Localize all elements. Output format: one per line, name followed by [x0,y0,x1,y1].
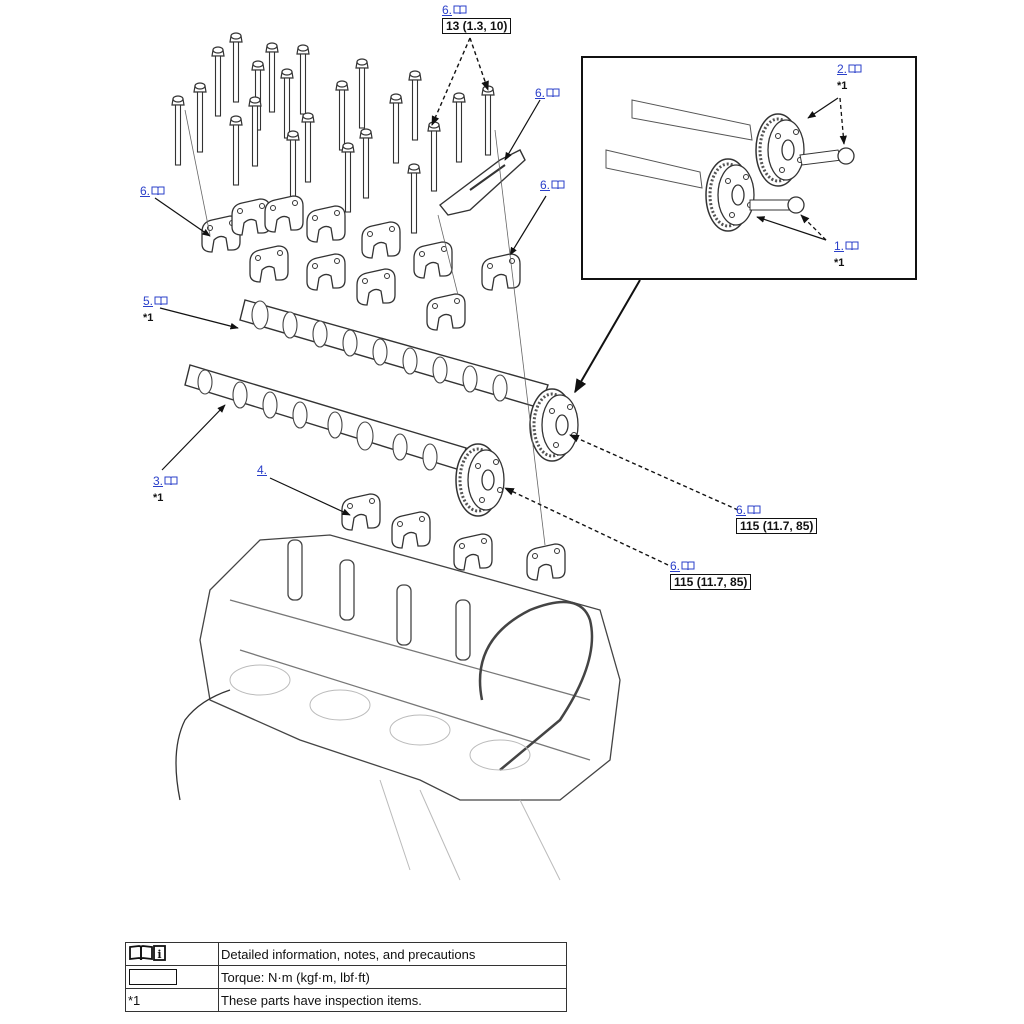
reference-link[interactable]: 6. [442,3,467,17]
legend-key: *1 [125,988,219,1012]
book-info-icon [845,241,859,251]
reference-number: 6. [540,178,551,192]
book-info-icon [681,561,695,571]
reference-link[interactable]: 1. [834,239,859,253]
callout-caps-lower: 4. [257,463,267,477]
svg-text:i: i [157,948,161,961]
legend-description: Detailed information, notes, and precaut… [218,942,567,966]
callout-gear-upper: 6. 115 (11.7, 85) [736,503,818,534]
reference-number: 6. [535,86,546,100]
reference-link[interactable]: 3. [153,474,178,488]
reference-number: 2. [837,62,848,76]
book-info-icon [848,64,862,74]
book-info-icon [151,186,165,196]
reference-link[interactable]: 2. [837,62,862,76]
callout-gear-lower: 6. 115 (11.7, 85) [670,559,752,590]
book-info-icon [551,180,565,190]
legend-description: These parts have inspection items. [218,988,567,1012]
book-info-icon [154,296,168,306]
book-info-icon [546,88,560,98]
legend-key: i [125,942,219,966]
inspection-note: *1 [143,312,154,324]
camshaft-bracket [439,149,526,216]
legend-row: i Detailed information, notes, and preca… [125,942,567,966]
reference-link[interactable]: 5. [143,294,168,308]
reference-number: 3. [153,474,164,488]
reference-number: 6. [140,184,151,198]
reference-number: 6. [736,503,747,517]
inset-detail [581,56,917,280]
callout-top-bolts: 6. 13 (1.3, 10) [442,3,512,34]
callout-bracket: 6. [535,86,560,100]
book-info-icon [453,5,467,15]
exploded-view-diagram [154,32,917,881]
callout-cap-right: 6. [540,178,565,192]
cylinder-head [175,534,621,881]
book-info-icon [747,505,761,515]
book-info-icon [164,476,178,486]
callout-camshaft-upper: 5. *1 [143,294,168,325]
legend-key [125,965,219,989]
reference-link[interactable]: 6. [736,503,761,517]
legend-row: *1 These parts have inspection items. [125,988,567,1012]
reference-link[interactable]: 4. [257,463,267,477]
reference-number: 6. [670,559,681,573]
inspection-note: *1 [834,257,845,269]
reference-link[interactable]: 6. [670,559,695,573]
torque-value: 13 (1.3, 10) [442,18,512,34]
callout-cap-left: 6. [140,184,165,198]
camshaft-upper [239,299,580,463]
legend-description: Torque: N·m (kgf·m, lbf·ft) [218,965,567,989]
reference-link[interactable]: 6. [535,86,560,100]
callout-inset-1: 1. *1 [834,239,859,270]
reference-number: 1. [834,239,845,253]
reference-number: 6. [442,3,453,17]
legend-row: Torque: N·m (kgf·m, lbf·ft) [125,965,567,989]
torque-value: 115 (11.7, 85) [736,518,818,534]
inspection-note: *1 [153,492,164,504]
callout-camshaft-lower: 3. *1 [153,474,178,505]
reference-number: 5. [143,294,154,308]
reference-link[interactable]: 6. [140,184,165,198]
book-info-icon: i [129,944,166,961]
torque-box-icon [129,969,177,986]
reference-number: 4. [257,463,268,477]
inspection-note: *1 [837,80,848,92]
torque-value: 115 (11.7, 85) [670,574,752,590]
callout-inset-2: 2. *1 [837,62,862,93]
reference-link[interactable]: 6. [540,178,565,192]
camshaft-lower [184,364,506,518]
legend-table: i Detailed information, notes, and preca… [125,942,567,1012]
